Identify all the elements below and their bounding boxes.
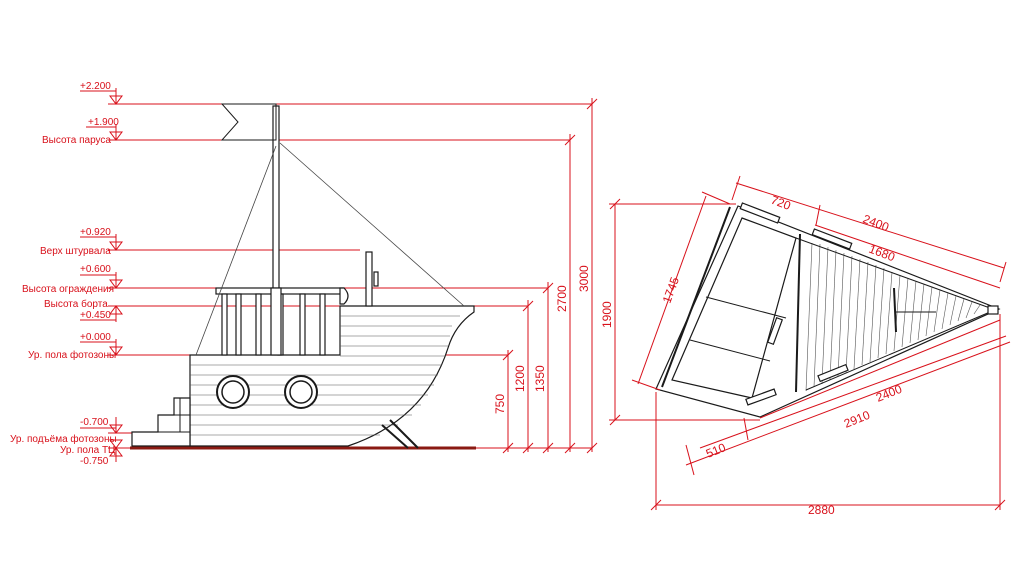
level-board-height-label: Высота борта xyxy=(44,298,108,310)
dim-720: 720 xyxy=(769,193,793,213)
level-floor-tc-label: Ур. пола ТЦ xyxy=(60,445,116,456)
side-dimensions: 750 1200 1350 2700 3000 xyxy=(493,98,598,454)
helm-post xyxy=(365,251,379,307)
plan-view: 720 2400 1680 1745 1900 2400 2910 510 28… xyxy=(600,175,1011,517)
level-plus-0000: +0.000 xyxy=(80,332,111,343)
level-plus-0450: +0.450 xyxy=(80,310,111,321)
dim-750: 750 xyxy=(493,394,507,414)
porthole-left xyxy=(216,375,250,409)
level-helm-top-label: Верх штурвала xyxy=(40,246,111,257)
boat-plan xyxy=(655,202,1001,418)
level-minus-0700: -0.700 xyxy=(80,417,109,428)
dim-1350: 1350 xyxy=(533,365,547,392)
railing xyxy=(215,287,349,356)
dim-1745: 1745 xyxy=(660,275,682,305)
dim-2910: 2910 xyxy=(842,408,872,431)
porthole-right xyxy=(284,375,318,409)
level-plus-0920: +0.920 xyxy=(80,227,111,238)
level-minus-0750: -0.750 xyxy=(80,456,109,467)
runner-support xyxy=(381,419,419,449)
level-photozone-floor-label: Ур. пола фотозоны xyxy=(28,349,116,361)
dim-2700: 2700 xyxy=(555,285,569,312)
flag xyxy=(220,103,277,141)
level-plus-1900: +1.900 xyxy=(88,117,119,128)
stairs xyxy=(131,397,191,447)
dim-2880: 2880 xyxy=(808,503,835,517)
dim-1200: 1200 xyxy=(513,365,527,392)
level-plus-0600: +0.600 xyxy=(80,264,111,275)
mast xyxy=(270,105,282,356)
level-sail-height-label: Высота паруса xyxy=(42,135,111,146)
dim-3000: 3000 xyxy=(577,265,591,292)
ship-hull xyxy=(189,305,475,447)
level-plus-2200: +2.200 xyxy=(80,81,111,92)
level-railing-height-label: Высота ограждения xyxy=(22,284,114,295)
dim-510: 510 xyxy=(704,440,728,461)
plan-dimensions: 720 2400 1680 1745 1900 2400 2910 510 28… xyxy=(600,175,1011,517)
level-markers: +2.200 +1.900 Высота паруса +0.920 Верх … xyxy=(10,81,592,467)
dim-2400-top: 2400 xyxy=(861,212,891,235)
dim-2400-bottom: 2400 xyxy=(874,382,904,405)
rigging xyxy=(195,142,465,356)
dim-1900: 1900 xyxy=(600,301,614,328)
level-photozone-rise-label: Ур. подъёма фотозоны xyxy=(10,433,117,445)
side-elevation: +2.200 +1.900 Высота паруса +0.920 Верх … xyxy=(10,81,598,467)
